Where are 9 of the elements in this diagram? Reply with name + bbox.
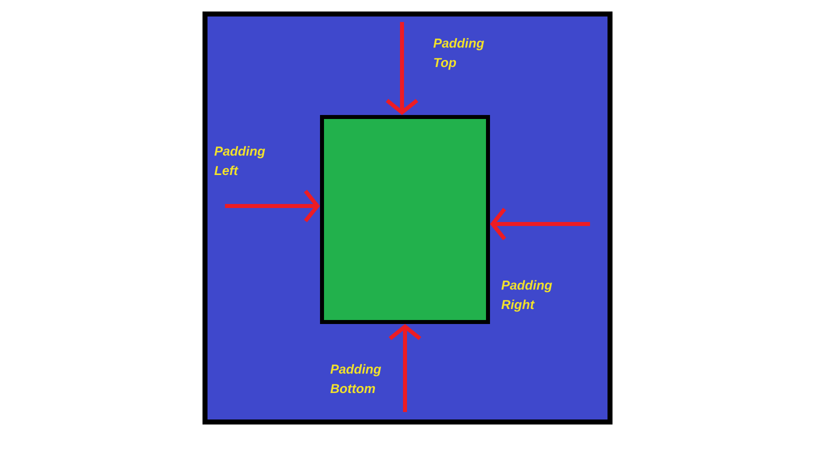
arrow xyxy=(386,22,418,115)
arrow xyxy=(388,324,422,412)
content-box xyxy=(320,114,490,324)
arrow xyxy=(225,190,320,222)
edge-label: Padding Bottom xyxy=(330,364,382,394)
edge-label: Padding Top xyxy=(433,38,484,70)
edge-label: Padding Right xyxy=(501,280,552,312)
arrow xyxy=(490,208,590,240)
edge-label: Padding Left xyxy=(214,146,266,176)
